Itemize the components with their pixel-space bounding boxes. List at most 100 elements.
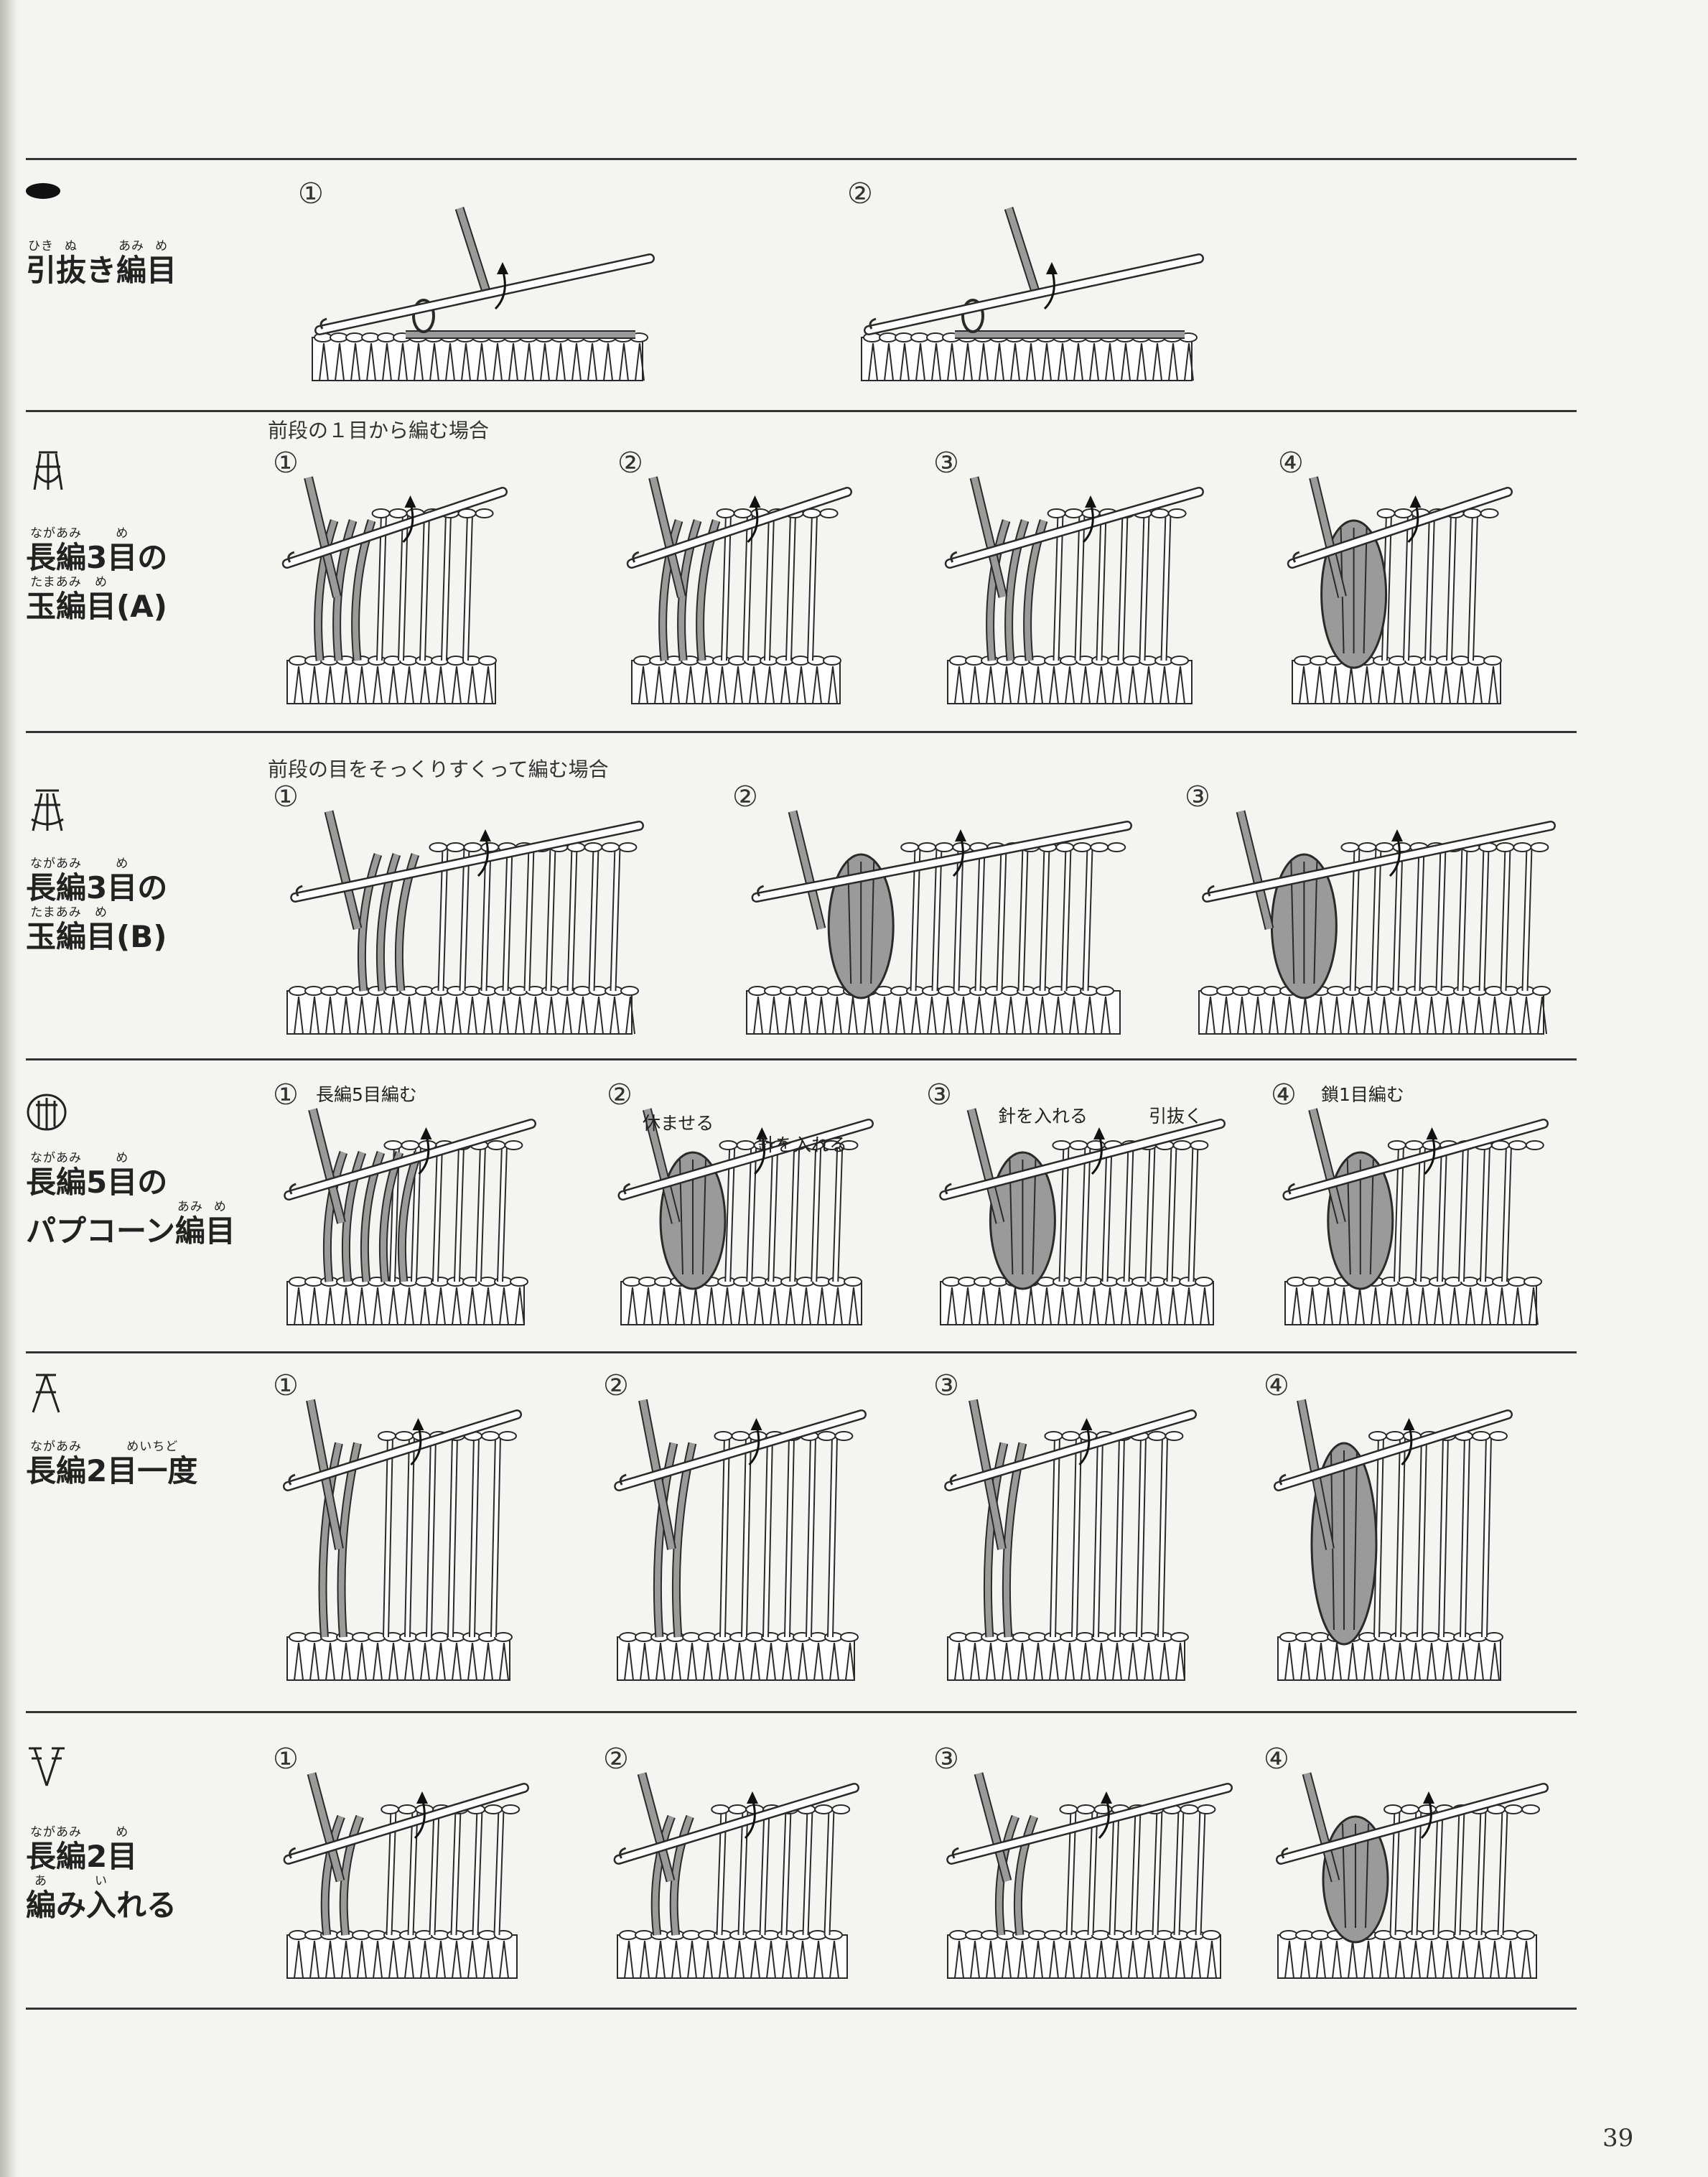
reading: ながあみ bbox=[30, 1825, 82, 1840]
title-text: の bbox=[137, 870, 168, 905]
step-figure: ② bbox=[603, 1371, 869, 1694]
title-text: 目 bbox=[107, 1839, 138, 1874]
fabric-rows bbox=[1292, 656, 1502, 704]
title-text: 長編 bbox=[26, 1453, 87, 1488]
title-segment: め目 bbox=[86, 905, 116, 954]
existing-stitches bbox=[1044, 1431, 1184, 1638]
title-segment: の bbox=[137, 526, 167, 575]
crochet-hook bbox=[290, 821, 644, 903]
step-figure: ③ bbox=[933, 1745, 1235, 1992]
crochet-hook bbox=[1202, 821, 1556, 903]
title-line: たまあみ玉編め目(B) bbox=[26, 905, 167, 954]
worked-loops bbox=[1310, 1442, 1378, 1646]
direction-arrow bbox=[1043, 262, 1058, 310]
existing-stitches bbox=[1368, 1431, 1508, 1638]
title-text: 目一度 bbox=[107, 1453, 198, 1488]
crochet-hook bbox=[864, 253, 1204, 335]
fabric-rows bbox=[617, 1930, 848, 1979]
title-segment: めいちど目一度 bbox=[107, 1440, 197, 1488]
title-text: 引 bbox=[26, 253, 57, 288]
title-segment: たまあみ玉編 bbox=[26, 905, 86, 954]
fabric-rows bbox=[617, 1632, 859, 1681]
crochet-hook bbox=[944, 1409, 1197, 1491]
crochet-hook bbox=[617, 1119, 874, 1201]
step-figure: ③ bbox=[1185, 783, 1558, 1048]
title-segment: ながあみ長編 bbox=[26, 1440, 86, 1488]
direction-arrow bbox=[1091, 1127, 1105, 1175]
existing-stitches bbox=[714, 1431, 854, 1638]
direction-arrow bbox=[1401, 1418, 1415, 1466]
section-rule bbox=[26, 1711, 1577, 1713]
step-number: ④ bbox=[1278, 447, 1304, 480]
stitch-illustration bbox=[281, 476, 508, 704]
stitch-illustration bbox=[946, 1772, 1233, 1979]
stitch-illustration bbox=[614, 1399, 867, 1681]
title-segment: ながあみ長編 bbox=[26, 1151, 86, 1200]
title-text: 抜 bbox=[56, 253, 87, 288]
yarn-tail bbox=[307, 1772, 345, 1883]
stitch-illustration bbox=[1282, 1108, 1549, 1325]
yarn-tail bbox=[304, 476, 342, 598]
title-text: (B) bbox=[116, 919, 167, 954]
yarn-tail bbox=[969, 476, 1008, 598]
crochet-hook bbox=[944, 487, 1204, 569]
title-segment: あ編 bbox=[26, 1874, 56, 1923]
step-figure: ① bbox=[273, 1371, 524, 1694]
stitch-illustration bbox=[1287, 476, 1513, 704]
title-segment: み bbox=[56, 1874, 86, 1923]
title-segment: (A) bbox=[116, 575, 167, 624]
step-figure: ② bbox=[617, 449, 854, 718]
step-number: ④ bbox=[1264, 1743, 1289, 1776]
reading: めいちど bbox=[126, 1440, 179, 1454]
crochet-hook bbox=[283, 1783, 529, 1865]
reading: め bbox=[116, 857, 129, 871]
crochet-hook bbox=[281, 487, 508, 569]
fabric-rows bbox=[286, 1632, 513, 1681]
section-rule bbox=[26, 410, 1577, 412]
title-text: パプコーン bbox=[26, 1213, 175, 1249]
title-text: 目 bbox=[86, 919, 117, 954]
step-number: ① bbox=[273, 1743, 299, 1776]
title-segment: たまあみ玉編 bbox=[26, 575, 86, 624]
title-text: 長編 bbox=[26, 870, 87, 905]
stitch-title: ひき引ぬ抜きあみ編め目 bbox=[26, 239, 177, 288]
reading: め bbox=[116, 526, 129, 541]
crochet-hook bbox=[314, 253, 655, 335]
step-number: ② bbox=[617, 447, 643, 480]
title-segment: め目 bbox=[107, 857, 137, 905]
section-note: 前段の目をそっくりすくって編む場合 bbox=[268, 757, 609, 781]
crochet-hook bbox=[284, 1119, 536, 1201]
step-number: ① bbox=[273, 1369, 299, 1402]
direction-arrow bbox=[1407, 495, 1422, 544]
step-number: ③ bbox=[926, 1078, 952, 1111]
yarn-tail bbox=[1236, 810, 1274, 931]
reading: ぬ bbox=[65, 239, 78, 253]
step-number: ④ bbox=[1264, 1369, 1289, 1402]
title-segment: れる bbox=[116, 1874, 177, 1923]
three-dc-bobble-b-symbol bbox=[31, 789, 64, 831]
step-callout: 長編5目編む bbox=[316, 1084, 417, 1105]
direction-arrow bbox=[754, 1127, 768, 1175]
title-segment: め目 bbox=[107, 1151, 137, 1200]
direction-arrow bbox=[748, 1418, 762, 1466]
title-line: あ編みい入れる bbox=[26, 1874, 177, 1923]
fabric-rows bbox=[1284, 1277, 1542, 1325]
title-text: 長編 bbox=[26, 540, 87, 575]
step-figure: ① bbox=[273, 1745, 531, 1992]
stitch-illustration bbox=[286, 810, 644, 1035]
step-callout: 針を入れる bbox=[998, 1106, 1088, 1127]
title-segment: 3 bbox=[86, 526, 107, 575]
title-segment: き bbox=[86, 239, 116, 288]
title-segment: め目 bbox=[107, 526, 137, 575]
step-number: ② bbox=[607, 1078, 633, 1111]
reading: ながあみ bbox=[30, 1440, 82, 1454]
title-text: 目 bbox=[107, 540, 138, 575]
title-line: パプコーンあみ編め目 bbox=[26, 1200, 235, 1249]
fabric-rows bbox=[746, 986, 1121, 1035]
stitch-illustration bbox=[1198, 810, 1556, 1035]
step-figure: ④ bbox=[1264, 1745, 1551, 1992]
direction-arrow bbox=[414, 1791, 428, 1840]
